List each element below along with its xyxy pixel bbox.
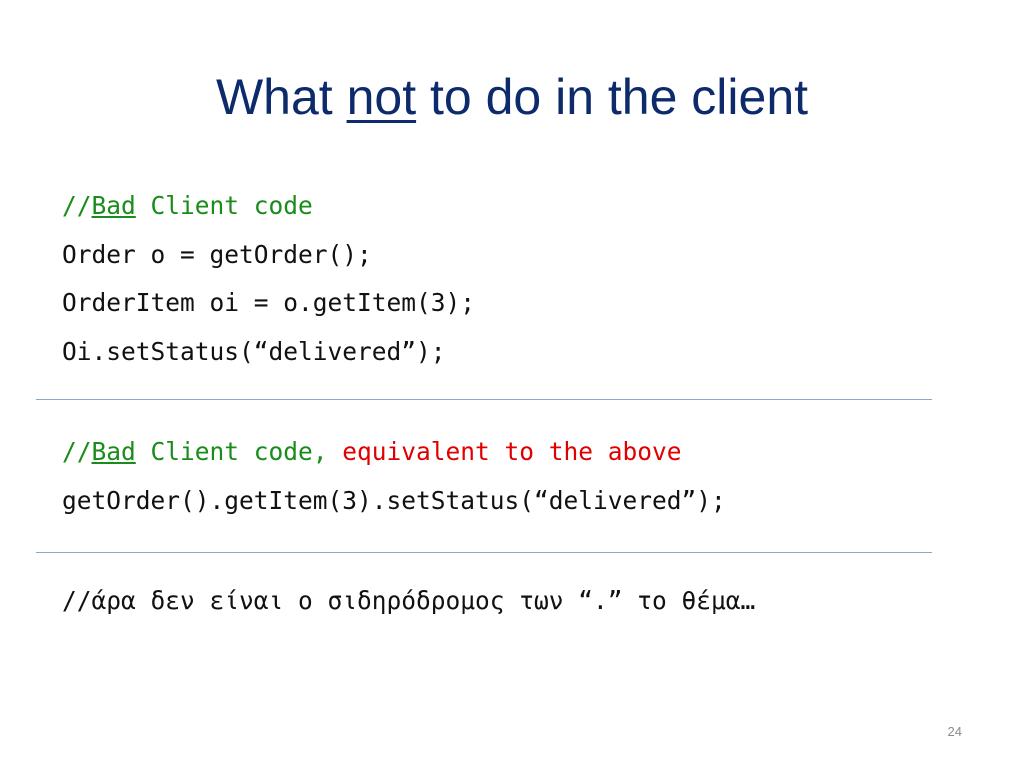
comment-prefix: //	[62, 191, 92, 220]
code-comment-line-2: //Bad Client code, equivalent to the abo…	[62, 437, 682, 467]
comment-bad-word-2: Bad	[91, 437, 136, 466]
divider-1	[36, 399, 932, 400]
title-after: to do in the client	[416, 69, 809, 125]
comment-bad-word: Bad	[91, 191, 136, 220]
title-emphasis: not	[346, 69, 417, 125]
title-before: What	[215, 69, 347, 125]
code-line-chained: getOrder().getItem(3).setStatus(“deliver…	[62, 486, 726, 515]
comment-highlight: equivalent to the above	[327, 437, 682, 466]
page-number: 24	[947, 724, 962, 739]
divider-2	[36, 552, 932, 553]
code-line-greek-comment: //άρα δεν είναι ο σιδηρόδρομος των “.” τ…	[62, 586, 756, 615]
comment-rest: Client code	[135, 191, 313, 220]
code-line-orderitem: OrderItem oi = o.getItem(3);	[62, 288, 476, 317]
slide-title: What not to do in the client	[0, 62, 1024, 132]
code-line-setstatus: Oi.setStatus(“delivered”);	[62, 337, 446, 366]
code-comment-line-1: //Bad Client code	[62, 191, 313, 221]
comment-rest-2: Client code,	[135, 437, 328, 466]
comment-prefix-2: //	[62, 437, 92, 466]
code-line-order: Order o = getOrder();	[62, 240, 372, 269]
